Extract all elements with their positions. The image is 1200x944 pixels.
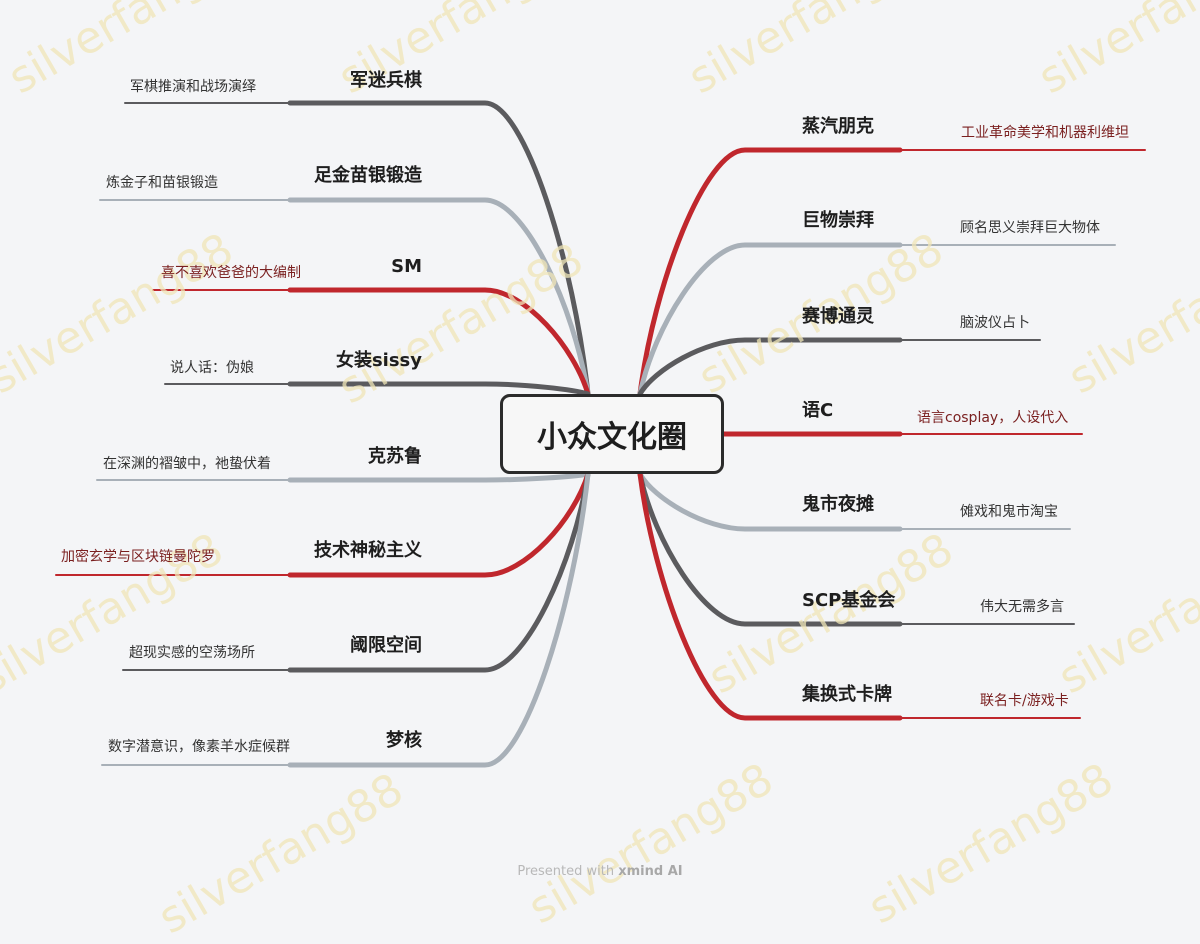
topic-left-6[interactable]: 技术神秘主义: [314, 540, 422, 561]
note-left-8: 数字潜意识，像素羊水症候群: [108, 739, 290, 755]
central-topic-label: 小众文化圈: [537, 420, 687, 455]
branch-left-5: [287, 471, 591, 483]
note-right-1: 工业革命美学和机器利维坦: [961, 125, 1129, 141]
note-right-4: 语言cosplay，人设代入: [917, 410, 1069, 426]
branch-left-6: [287, 471, 591, 578]
footer-prefix: Presented with: [517, 864, 615, 879]
branch-right-2: [637, 242, 903, 397]
central-topic[interactable]: 小众文化圈: [500, 394, 724, 474]
topic-left-8[interactable]: 梦核: [386, 730, 422, 751]
branch-left-4: [287, 381, 591, 397]
note-left-1: 军棋推演和战场演绎: [130, 79, 256, 95]
note-right-2: 顾名思义崇拜巨大物体: [960, 220, 1100, 236]
note-right-6: 伟大无需多言: [980, 599, 1064, 615]
note-right-5: 傩戏和鬼市淘宝: [960, 504, 1058, 520]
note-left-4: 说人话：伪娘: [170, 360, 254, 376]
branch-right-6: [637, 471, 903, 627]
branch-left-7: [287, 471, 591, 673]
branch-left-2: [287, 197, 591, 397]
topic-right-1[interactable]: 蒸汽朋克: [802, 116, 874, 137]
topic-left-7[interactable]: 阈限空间: [350, 635, 422, 656]
branch-right-7: [637, 471, 903, 721]
topic-left-1[interactable]: 军迷兵棋: [350, 70, 422, 91]
note-left-2: 炼金子和苗银锻造: [106, 175, 218, 191]
topic-left-3[interactable]: SM: [391, 256, 422, 277]
topic-right-7[interactable]: 集换式卡牌: [802, 684, 892, 705]
note-left-7: 超现实感的空荡场所: [129, 645, 255, 661]
topic-left-5[interactable]: 克苏鲁: [368, 446, 422, 467]
topic-left-4[interactable]: 女装sissy: [335, 350, 422, 371]
footer-credit: Presented with xmind AI: [0, 864, 1200, 879]
topic-right-6[interactable]: SCP基金会: [802, 590, 896, 611]
note-right-7: 联名卡/游戏卡: [980, 693, 1069, 709]
note-left-5: 在深渊的褶皱中，祂蛰伏着: [103, 456, 271, 472]
branch-right-1: [637, 147, 903, 397]
note-left-3: 喜不喜欢爸爸的大编制: [161, 265, 301, 281]
note-left-6: 加密玄学与区块链曼陀罗: [61, 549, 215, 565]
mindmap-branches: [55, 100, 1146, 768]
topic-right-3[interactable]: 赛博通灵: [802, 306, 874, 327]
topic-right-5[interactable]: 鬼市夜摊: [802, 494, 874, 515]
topic-left-2[interactable]: 足金苗银锻造: [314, 165, 422, 186]
topic-right-2[interactable]: 巨物崇拜: [802, 210, 874, 231]
branch-left-8: [287, 471, 591, 768]
branch-right-3: [637, 337, 903, 397]
branch-left-3: [287, 287, 591, 397]
footer-brand: xmind AI: [618, 864, 683, 879]
note-right-3: 脑波仪占卜: [960, 315, 1030, 331]
branch-right-5: [637, 471, 903, 532]
branch-left-1: [287, 100, 591, 397]
topic-right-4[interactable]: 语C: [802, 400, 834, 421]
